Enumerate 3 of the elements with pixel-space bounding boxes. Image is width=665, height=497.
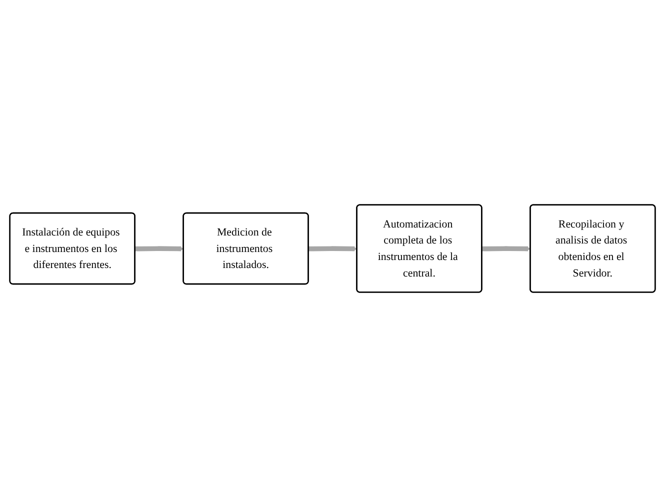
arrow [482,246,531,252]
arrow [135,246,184,252]
arrow [308,246,358,252]
